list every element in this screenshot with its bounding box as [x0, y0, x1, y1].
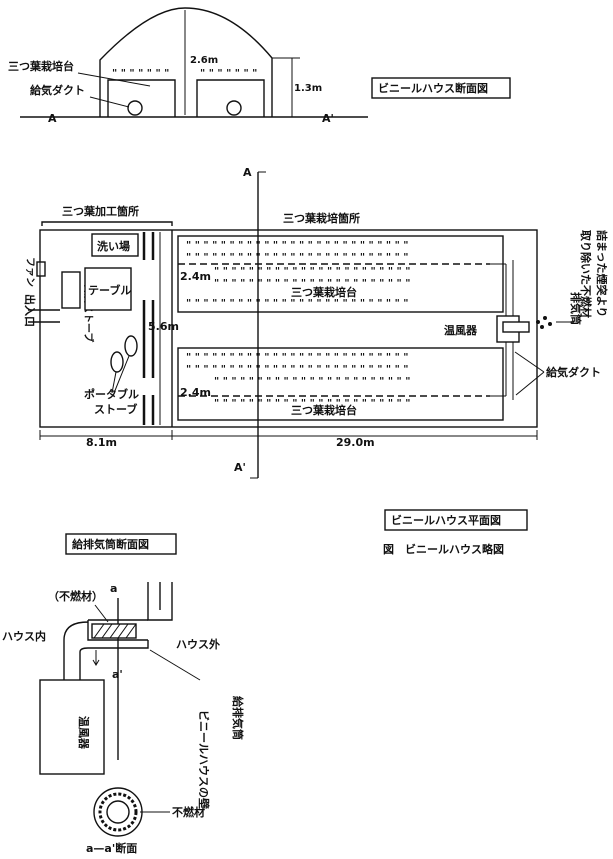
pipe-label: 給排気筒 — [231, 696, 245, 740]
bench-leader — [77, 72, 151, 87]
cross-section-nonflammable-label: 不燃材 — [172, 805, 205, 819]
svg-text:" " " " " " " " " " " " " " ": " " " " " " " " " " " " " " " " " " " " … — [214, 376, 410, 387]
svg-text:" " " " " " " " " " " " " " ": " " " " " " " " " " " " " " " " " " " " … — [214, 278, 410, 289]
fan-label: ファン — [24, 257, 36, 287]
portable-stove-leader-2 — [113, 355, 130, 394]
section-plants: " " " " " " " " " " " " " " — [112, 68, 257, 79]
plan-view: 三つ葉加工箇所 三つ葉栽培箇所 洗い場 ファン 石油ストーブ テーブル 出入口 — [23, 166, 609, 556]
height-side-label: 1.3m — [294, 83, 322, 94]
supply-duct-leader-1 — [514, 351, 545, 373]
cut-a-prime-label: a' — [112, 668, 123, 681]
cross-section-caption: a—a'断面 — [86, 841, 137, 855]
portable-stove-label-2: ストーブ — [94, 402, 137, 416]
exhaust-pipe-stub — [502, 321, 530, 333]
pipe-leader — [149, 649, 201, 681]
pipe-section: 給排気筒断面図 （不燃材） a ハウス内 ハウス外 a' 温風器 給排気筒 ビニ… — [2, 533, 245, 855]
plan-section-a: A — [243, 166, 252, 179]
bench-right — [196, 79, 265, 117]
heater-label: 温風器 — [444, 323, 478, 337]
pipe-outer-vertical — [147, 582, 173, 621]
cultivation-length-label: 29.0m — [336, 436, 375, 449]
figure-caption: 図 ビニールハウス略図 — [383, 542, 504, 556]
house-width-label: 5.6m — [148, 320, 179, 333]
svg-text:" " " " " " " " " " " " " " ": " " " " " " " " " " " " " " " " " " " " … — [186, 298, 409, 309]
supply-duct-label: 給気ダクト — [546, 365, 601, 379]
bench-width-upper-label: 2.4m — [180, 270, 211, 283]
supply-duct-left — [127, 100, 143, 116]
height-total-label: 2.6m — [190, 55, 218, 66]
bench-width-lower-label: 2.4m — [180, 386, 211, 399]
svg-text:" " " " " " " " " " " " " " ": " " " " " " " " " " " " " " " " " " " " … — [186, 364, 409, 375]
oil-stove — [61, 271, 81, 309]
svg-text:" " " " " " " " " " " " " " ": " " " " " " " " " " " " " " " " " " " " … — [186, 240, 409, 251]
pipe-horizontal — [63, 619, 148, 680]
plan-caption: ビニールハウス平面図 — [391, 513, 501, 527]
portable-stove-2 — [124, 335, 138, 357]
section-view: 2.6m 1.3m " " " " " " " " " " " " " " 三つ… — [8, 7, 511, 125]
cultivation-area-label: 三つ葉栽培箇所 — [283, 211, 360, 225]
pipe-heater — [39, 679, 105, 775]
pipe-caption-box — [65, 533, 177, 555]
supply-duct-leader-2 — [515, 371, 545, 396]
table — [84, 267, 132, 311]
plug-hatching — [93, 623, 137, 639]
section-caption: ビニールハウス断面図 — [378, 81, 488, 95]
wash-area — [91, 233, 139, 257]
processing-area-label: 三つ葉加工箇所 — [62, 204, 139, 218]
section-caption-box — [371, 77, 511, 99]
pipe-cross-section-inner — [106, 800, 130, 824]
bench-left — [107, 79, 176, 117]
portable-stove-leader-1 — [111, 371, 117, 394]
svg-text:" " " " " " " " " " " " " " ": " " " " " " " " " " " " " " " " " " " " … — [186, 352, 409, 363]
airflow-arrow-head — [92, 659, 100, 666]
duct-label: 給気ダクト — [30, 83, 85, 97]
removed-nonflammable-dots — [536, 316, 552, 329]
bench-lower-label: 三つ葉栽培台 — [291, 403, 357, 417]
pipe-inner-horizontal — [79, 640, 149, 680]
wash-area-label: 洗い場 — [97, 239, 130, 253]
wall-label: ビニールハウスの壁 — [197, 710, 211, 809]
svg-text:" " " " " " " " " " " " " " ": " " " " " " " " " " " " " " " " " " " " … — [186, 252, 409, 263]
portable-stove-1 — [110, 351, 124, 373]
processing-bracket — [41, 221, 173, 226]
section-a-left: A — [48, 112, 57, 125]
fan-icon — [36, 261, 46, 277]
svg-text:" " " " " " ": " " " " " " " — [112, 68, 169, 79]
pipe-caption: 給排気筒断面図 — [72, 537, 149, 551]
nonflammable-removed-label: 詰まった煙突より 取り除いた不燃材 — [579, 230, 609, 318]
pipe-heater-label: 温風器 — [77, 716, 91, 750]
exhaust-pipe-label: 排気筒 — [569, 292, 583, 325]
table-label: テーブル — [88, 283, 131, 297]
house-outside-label: ハウス外 — [176, 637, 220, 651]
bench-upper-label: 三つ葉栽培台 — [291, 285, 357, 299]
plan-plants: " " " " " " " " " " " " " " " " " " " " … — [186, 240, 410, 409]
house-inside-label: ハウス内 — [2, 629, 46, 643]
svg-text:取り除いた不燃材: 取り除いた不燃材 — [579, 230, 593, 318]
svg-text:詰まった煙突より: 詰まった煙突より — [595, 230, 609, 317]
portable-stove-label-1: ポータブル — [84, 387, 139, 401]
supply-duct-right — [226, 100, 242, 116]
svg-text:" " " " " " ": " " " " " " " — [200, 68, 257, 79]
plan-section-a-prime: A' — [234, 461, 246, 474]
pipe-cross-section-nonflammable — [98, 792, 138, 832]
svg-text:" " " " " " " " " " " " " " ": " " " " " " " " " " " " " " " " " " " " … — [214, 266, 410, 277]
duct-leader — [89, 96, 130, 108]
pipe-nonflammable-paren: （不燃材） — [48, 589, 103, 603]
cut-a-label: a — [110, 582, 117, 595]
section-a-prime-right: A' — [322, 112, 334, 125]
greenhouse-arch — [99, 7, 273, 117]
svg-text:" " " " " " " " " " " " " " ": " " " " " " " " " " " " " " " " " " " " … — [214, 398, 410, 409]
plan-caption-box — [384, 509, 528, 531]
processing-length-label: 8.1m — [86, 436, 117, 449]
bench-label: 三つ葉栽培台 — [8, 59, 74, 73]
pipe-nonflammable-leader — [94, 604, 109, 623]
entrance-label: 出入口 — [23, 294, 37, 327]
